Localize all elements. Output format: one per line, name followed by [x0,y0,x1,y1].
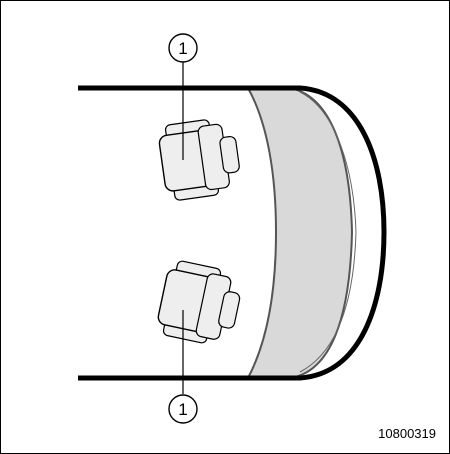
callout-bottom: 1 [168,394,198,424]
callout-bottom-label: 1 [178,400,187,419]
dashboard-panel [246,87,354,379]
body-outline [78,85,387,381]
windshield-line [299,91,357,373]
vehicle-outline [78,85,387,381]
seat-lower [157,260,241,344]
seat-upper [158,119,240,201]
callout-top: 1 [168,33,198,63]
callout-top-label: 1 [178,39,187,58]
figure-number: 10800319 [378,426,436,441]
